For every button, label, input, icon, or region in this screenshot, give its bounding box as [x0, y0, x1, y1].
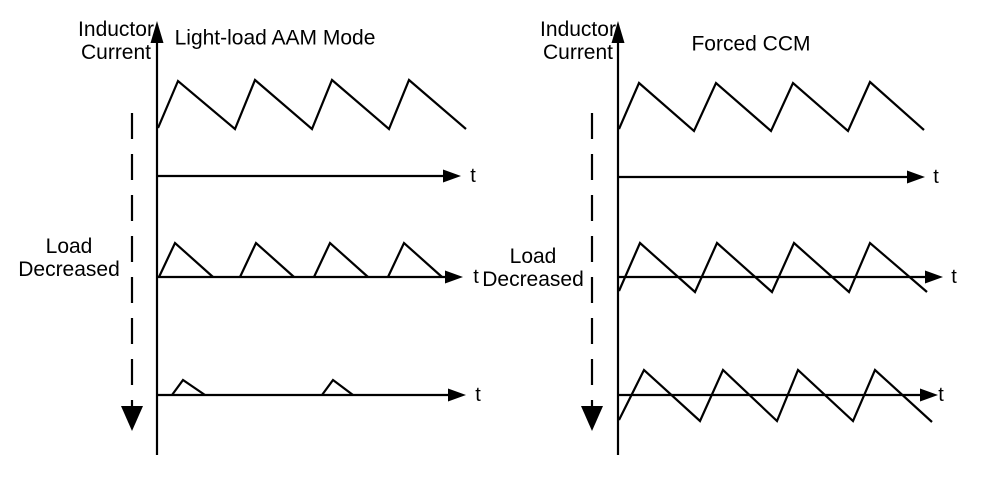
- aam-row1-t-label: t: [470, 165, 476, 187]
- aam-axis-label-line2: Current: [80, 41, 152, 64]
- ccm-row1-t-label: t: [933, 166, 939, 188]
- ccm-row2-t-label: t: [951, 266, 957, 288]
- ccm-load-decrease-arrowhead-icon: [581, 406, 603, 431]
- aam-row3-t-label: t: [475, 384, 481, 406]
- aam-load-decrease-arrowhead-icon: [121, 406, 143, 431]
- aam-row3-pulse-2: [321, 378, 354, 396]
- ccm-axis-label-line1: Inductor: [540, 18, 616, 41]
- aam-row2-time-axis-arrowhead-icon: [445, 270, 463, 284]
- aam-current-axis-arrowhead-icon: [150, 21, 164, 43]
- ccm-load-label-line2: Decreased: [482, 268, 584, 291]
- ccm-row3-time-axis-arrowhead-icon: [920, 388, 938, 402]
- aam-row2-t-label: t: [473, 266, 479, 288]
- aam-axis-label: Inductor Current: [78, 18, 154, 64]
- aam-load-label-line2: Decreased: [18, 258, 120, 281]
- aam-row1-waveform: [156, 78, 467, 131]
- ccm-axis-label-line2: Current: [542, 41, 614, 64]
- aam-row2-pulse-3: [313, 241, 369, 278]
- aam-row2-pulse-2: [239, 241, 295, 278]
- ccm-title: Forced CCM: [691, 32, 811, 56]
- ccm-panel: [581, 21, 943, 455]
- aam-axis-label-line1: Inductor: [78, 18, 154, 41]
- aam-title: Light-load AAM Mode: [174, 26, 376, 50]
- ccm-row2-waveform: [617, 241, 928, 294]
- aam-panel: [121, 21, 467, 455]
- ccm-row1-waveform: [617, 80, 925, 133]
- ccm-row1-time-axis-arrowhead-icon: [907, 170, 925, 184]
- ccm-current-axis-arrowhead-icon: [611, 21, 625, 43]
- ccm-load-label-line1: Load: [509, 245, 557, 268]
- ccm-axis-label: Inductor Current: [540, 18, 616, 64]
- aam-row2-pulse-1: [158, 241, 214, 278]
- ccm-row3-t-label: t: [938, 384, 944, 406]
- aam-row2-pulse-4: [387, 241, 443, 278]
- aam-row3-pulse-1: [171, 378, 206, 396]
- ccm-row2-time-axis-arrowhead-icon: [925, 270, 943, 284]
- aam-load-label-line1: Load: [45, 235, 93, 258]
- aam-row1-time-axis-arrowhead-icon: [443, 169, 461, 183]
- aam-row3-time-axis-arrowhead-icon: [448, 388, 466, 402]
- aam-load-label: Load Decreased: [18, 235, 120, 281]
- ccm-load-label: Load Decreased: [482, 245, 584, 291]
- ccm-row3-waveform: [618, 368, 933, 423]
